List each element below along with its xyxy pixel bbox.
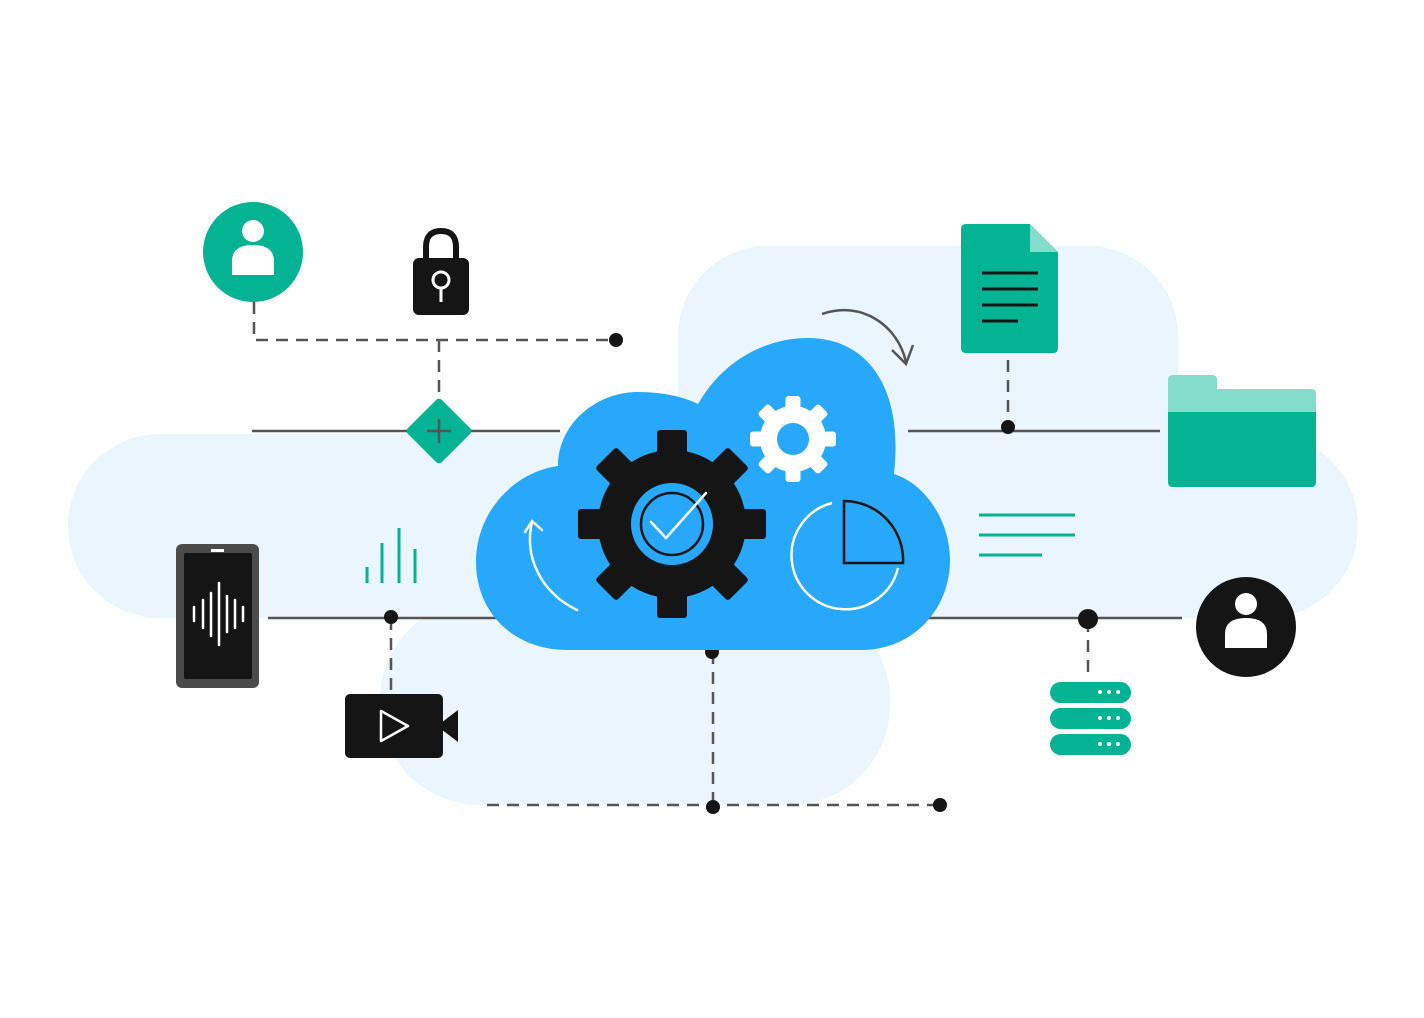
server-stack-icon: [1050, 682, 1131, 755]
video-camera-icon: [345, 694, 458, 758]
curved-arrow-icon: [821, 308, 915, 367]
pie-chart-icon: [790, 499, 905, 611]
connector-lines: [252, 429, 1182, 620]
padlock-icon: [413, 227, 469, 315]
small-gear-icon: [750, 396, 836, 482]
add-node-icon: [406, 398, 472, 464]
text-lines-icon: [979, 513, 1075, 557]
gear-check-icon: [578, 430, 766, 618]
user-teal-icon: [203, 202, 303, 302]
bar-chart-icon: [365, 528, 417, 583]
user-black-icon: [1196, 577, 1296, 677]
smartphone-audio-icon: [176, 544, 259, 688]
document-icon: [961, 224, 1058, 353]
folder-icon: [1168, 375, 1316, 487]
refresh-arrow-icon: [523, 519, 579, 612]
